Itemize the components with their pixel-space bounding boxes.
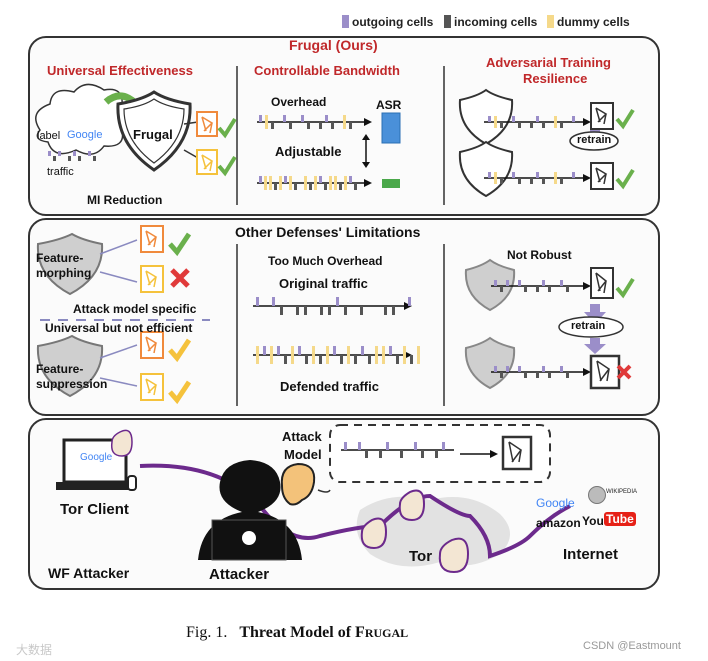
logo-google: Google <box>536 496 575 510</box>
feature-morphing-label-1: Feature- <box>36 251 84 265</box>
asr-label: ASR <box>376 98 402 112</box>
watermark-right: CSDN @Eastmount <box>583 640 681 652</box>
tor-client-label: Tor Client <box>60 501 129 518</box>
attack-model-label-2: Model <box>284 447 322 462</box>
cloud-traffic-word: traffic <box>47 166 74 178</box>
col-resilience-title-1: Adversarial Training <box>486 55 611 70</box>
logo-youtube-you: You <box>582 514 604 528</box>
legend-incoming-swatch <box>444 15 451 28</box>
overhead-label: Overhead <box>271 95 327 109</box>
wikipedia-globe-icon <box>588 486 606 504</box>
cloud-label-word: label <box>37 130 61 142</box>
feature-morphing-label-2: morphing <box>36 266 92 280</box>
panel-frugal-title: Frugal (Ours) <box>289 37 378 53</box>
legend-outgoing-label: outgoing cells <box>352 15 434 29</box>
too-much-overhead-label: Too Much Overhead <box>268 254 383 268</box>
logo-wikipedia: WIKIPEDIA <box>588 486 637 508</box>
figure-caption: Fig. 1. Threat Model of FRUGAL <box>186 624 408 642</box>
shield-frugal-label: Frugal <box>133 127 173 142</box>
legend-dummy-label: dummy cells <box>557 15 630 29</box>
cloud-google-word: Google <box>67 129 103 141</box>
col-universal-title: Universal Effectiveness <box>47 63 193 78</box>
universal-not-efficient-label: Universal but not efficient <box>45 321 193 335</box>
internet-label: Internet <box>563 546 619 563</box>
col-bandwidth-title: Controllable Bandwidth <box>254 63 400 78</box>
feature-suppression-label-1: Feature- <box>36 362 84 376</box>
panel-other-defenses-title: Other Defenses' Limitations <box>235 224 421 240</box>
caption-name-f: F <box>355 624 365 641</box>
wikipedia-wordmark: WIKIPEDIA <box>606 489 638 495</box>
wf-attacker-label: WF Attacker <box>48 565 130 581</box>
col-resilience-title-2: Resilience <box>523 71 588 86</box>
logo-youtube-tube: Tube <box>604 512 636 526</box>
logo-amazon: amazon <box>536 516 581 530</box>
laptop-google-word: Google <box>80 452 113 463</box>
attack-model-label-1: Attack <box>282 429 322 444</box>
watermark-left: 大数据 <box>16 643 53 657</box>
caption-name-rest: RUGAL <box>364 626 409 640</box>
tor-label: Tor <box>409 548 433 565</box>
legend-outgoing-swatch <box>342 15 349 28</box>
defended-traffic-label: Defended traffic <box>280 379 379 394</box>
attacker-label: Attacker <box>209 566 270 583</box>
adjustable-label: Adjustable <box>275 144 342 159</box>
attack-model-specific-label: Attack model specific <box>73 302 197 316</box>
caption-text: Threat Model of <box>239 624 356 641</box>
retrain-label: retrain <box>571 320 606 332</box>
feature-suppression-label-2: suppression <box>36 377 108 391</box>
legend-dummy-swatch <box>547 15 554 28</box>
not-robust-label: Not Robust <box>507 248 572 262</box>
legend-incoming-label: incoming cells <box>454 15 538 29</box>
caption-prefix: Fig. 1. <box>186 624 228 641</box>
original-traffic-label: Original traffic <box>279 276 368 291</box>
retrain-label: retrain <box>577 134 612 146</box>
mi-reduction-label: MI Reduction <box>87 193 163 207</box>
